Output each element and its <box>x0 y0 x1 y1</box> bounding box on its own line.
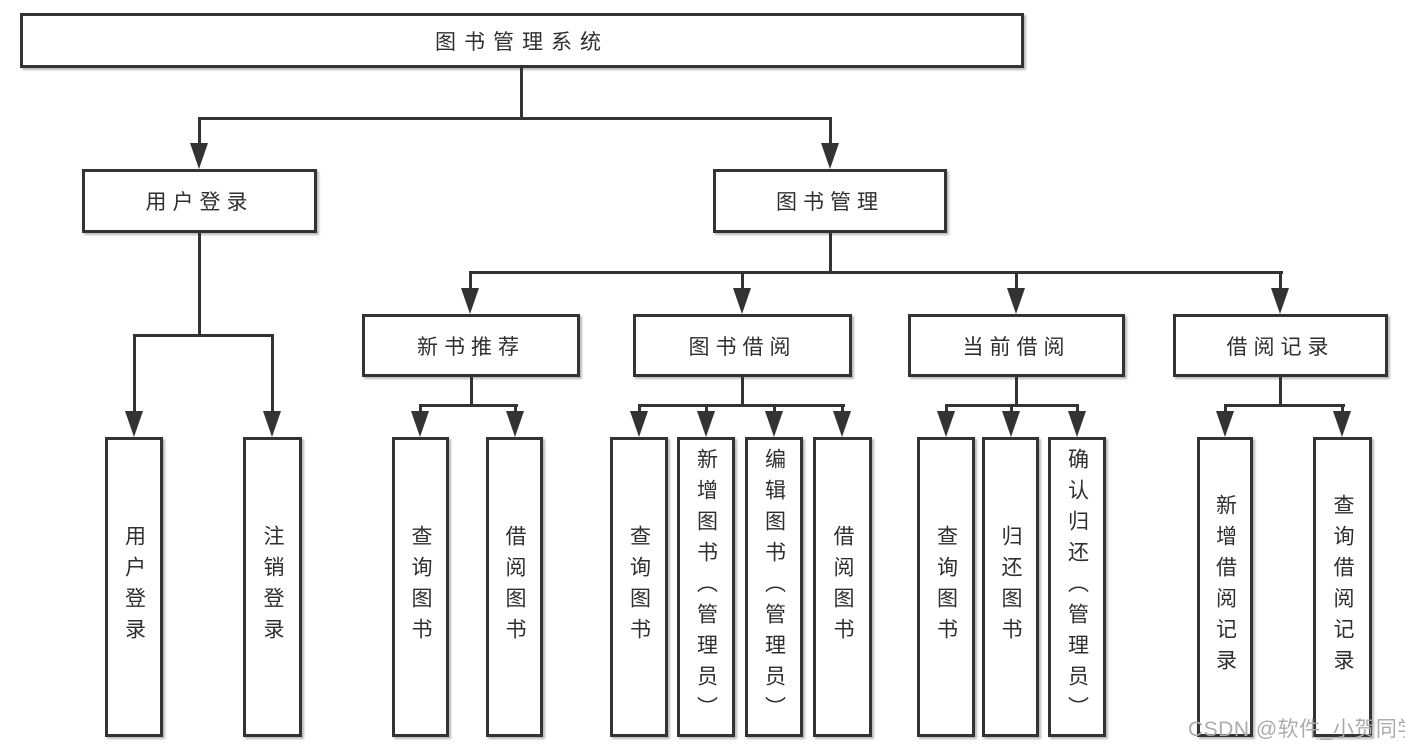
connector-user-login-stem <box>198 233 201 335</box>
connector-to-leaf-user-login <box>133 335 136 412</box>
arrow-down-icon <box>1333 411 1351 437</box>
connector-to-book-management <box>829 118 832 144</box>
leaf-borrow-edit-books-admin-label: 编辑图书（管理员） <box>762 447 786 727</box>
arrow-down-icon <box>630 411 648 437</box>
node-user-login-label: 用户登录 <box>145 191 254 214</box>
connector-root-stem <box>520 68 523 118</box>
leaf-current-confirm-return-admin-label: 确认归还（管理员） <box>1065 447 1089 727</box>
connector-leaf-stub <box>1010 406 1013 412</box>
leaf-borrow-add-books-admin-label: 新增图书（管理员） <box>694 447 718 727</box>
leaf-records-query-record-label: 查询借阅记录 <box>1331 494 1354 680</box>
leaf-user-login: 用户登录 <box>105 437 163 737</box>
arrow-down-icon <box>461 288 479 314</box>
connector-new-book-recommend-stem <box>470 376 473 405</box>
node-library-management-system-label: 图书管理系统 <box>435 30 609 54</box>
arrow-down-icon <box>190 143 208 169</box>
leaf-current-query-books-label: 查询图书 <box>934 525 958 649</box>
connector-borrow-records-branch <box>1224 404 1345 407</box>
node-borrow-records-label: 借阅记录 <box>1226 335 1335 359</box>
node-user-login: 用户登录 <box>82 169 317 233</box>
leaf-newbooks-borrow-books-label: 借阅图书 <box>503 525 526 649</box>
leaf-current-return-books-label: 归还图书 <box>999 525 1022 649</box>
arrow-down-icon <box>1007 288 1025 314</box>
leaf-borrow-edit-books-admin: 编辑图书（管理员） <box>745 437 803 737</box>
arrow-down-icon <box>733 288 751 314</box>
arrow-down-icon <box>125 411 143 437</box>
leaf-newbooks-query-books-label: 查询图书 <box>409 525 432 649</box>
node-new-book-recommend-label: 新书推荐 <box>417 335 525 359</box>
node-library-management-system: 图书管理系统 <box>20 13 1024 68</box>
arrow-down-icon <box>765 411 783 437</box>
connector-leaf-stub <box>945 406 948 412</box>
arrow-down-icon <box>821 143 839 169</box>
connector-leaf-stub <box>1076 406 1079 412</box>
leaf-records-add-record: 新增借阅记录 <box>1197 437 1253 737</box>
connector-new-book-recommend-branch <box>419 404 518 407</box>
connector-level3-branch <box>469 271 1283 274</box>
leaf-borrow-add-books-admin: 新增图书（管理员） <box>677 437 735 737</box>
connector-borrow-records-stem <box>1279 376 1282 405</box>
connector-to-current-borrow <box>1015 272 1018 289</box>
connector-leaf-stub <box>638 406 641 412</box>
arrow-down-icon <box>1068 411 1086 437</box>
leaf-current-confirm-return-admin: 确认归还（管理员） <box>1048 437 1106 737</box>
leaf-newbooks-query-books: 查询图书 <box>392 437 449 737</box>
node-book-management-label: 图书管理 <box>776 191 884 214</box>
leaf-borrow-borrow-books: 借阅图书 <box>813 437 872 737</box>
watermark: CSDN @软件_小贺同学 <box>1188 718 1405 741</box>
connector-book-borrow-stem <box>741 376 744 405</box>
connector-leaf-stub <box>514 406 517 412</box>
connector-current-borrow-stem <box>1015 376 1018 405</box>
arrow-down-icon <box>506 411 524 437</box>
node-current-borrow: 当前借阅 <box>908 314 1125 377</box>
leaf-user-login-label: 用户登录 <box>122 525 146 649</box>
node-book-management: 图书管理 <box>713 169 947 233</box>
leaf-records-query-record: 查询借阅记录 <box>1313 437 1372 737</box>
leaf-records-add-record-label: 新增借阅记录 <box>1213 494 1237 680</box>
arrow-down-icon <box>411 411 429 437</box>
connector-to-book-borrow <box>741 272 744 289</box>
connector-user-login-branch <box>133 334 274 337</box>
leaf-borrow-borrow-books-label: 借阅图书 <box>831 525 854 649</box>
arrow-down-icon <box>263 411 281 437</box>
connector-current-borrow-branch <box>945 404 1079 407</box>
connector-to-user-login <box>198 118 201 144</box>
leaf-logout-label: 注销登录 <box>261 525 284 649</box>
connector-to-borrow-records <box>1279 272 1282 289</box>
connector-leaf-stub <box>705 406 708 412</box>
leaf-borrow-query-books-label: 查询图书 <box>627 525 651 649</box>
node-new-book-recommend: 新书推荐 <box>362 314 580 377</box>
connector-book-borrow-branch <box>638 404 845 407</box>
leaf-current-query-books: 查询图书 <box>917 437 975 737</box>
connector-leaf-stub <box>841 406 844 412</box>
node-book-borrow-label: 图书借阅 <box>688 335 797 359</box>
arrow-down-icon <box>1271 288 1289 314</box>
arrow-down-icon <box>833 411 851 437</box>
arrow-down-icon <box>1002 411 1020 437</box>
connector-book-management-stem <box>829 233 832 272</box>
connector-leaf-stub <box>773 406 776 412</box>
connector-to-leaf-logout <box>271 335 274 412</box>
leaf-borrow-query-books: 查询图书 <box>610 437 668 737</box>
node-current-borrow-label: 当前借阅 <box>962 335 1071 359</box>
connector-leaf-stub <box>1224 406 1227 412</box>
connector-to-new-book-recommend <box>469 272 472 289</box>
connector-leaf-stub <box>419 406 422 412</box>
arrow-down-icon <box>937 411 955 437</box>
connector-leaf-stub <box>1341 406 1344 412</box>
leaf-newbooks-borrow-books: 借阅图书 <box>486 437 543 737</box>
arrow-down-icon <box>1216 411 1234 437</box>
node-borrow-records: 借阅记录 <box>1173 314 1388 377</box>
node-book-borrow: 图书借阅 <box>633 314 852 377</box>
leaf-logout: 注销登录 <box>243 437 302 737</box>
arrow-down-icon <box>697 411 715 437</box>
connector-level1-branch <box>198 117 832 120</box>
leaf-current-return-books: 归还图书 <box>982 437 1039 737</box>
